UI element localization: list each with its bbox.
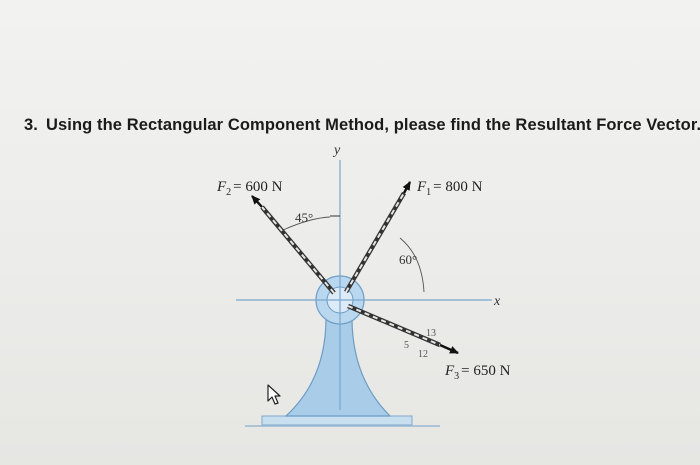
f1-angle-arc — [399, 237, 425, 293]
f2-angle-arc — [282, 216, 331, 231]
f2-label: F2= 600 N — [216, 179, 283, 198]
f1-label: F1= 800 N — [416, 179, 483, 198]
rope-f1-strand — [345, 192, 405, 293]
rope-f2-strand — [261, 206, 335, 294]
slope-rise: 5 — [404, 340, 409, 351]
question-text: 3. Using the Rectangular Component Method… — [24, 116, 700, 135]
slope-hyp: 13 — [426, 328, 436, 339]
f3-label: F3= 650 N — [444, 363, 511, 382]
slope-run: 12 — [418, 349, 428, 360]
post-body — [284, 317, 392, 417]
x-axis-label: x — [493, 294, 501, 309]
ground-plate — [261, 415, 413, 426]
f3-arrow — [439, 343, 459, 355]
y-axis-label: y — [332, 143, 341, 158]
f1-arrow — [402, 181, 412, 194]
f2-angle-label: 45° — [295, 210, 313, 225]
rope-f3-strand — [347, 305, 441, 346]
question-body: Using the Rectangular Component Method, … — [45, 116, 700, 134]
mouse-pointer-icon — [267, 384, 281, 405]
f2-arrow — [251, 195, 263, 208]
question-number: 3. — [24, 116, 38, 134]
f1-angle-label: 60° — [399, 252, 417, 267]
